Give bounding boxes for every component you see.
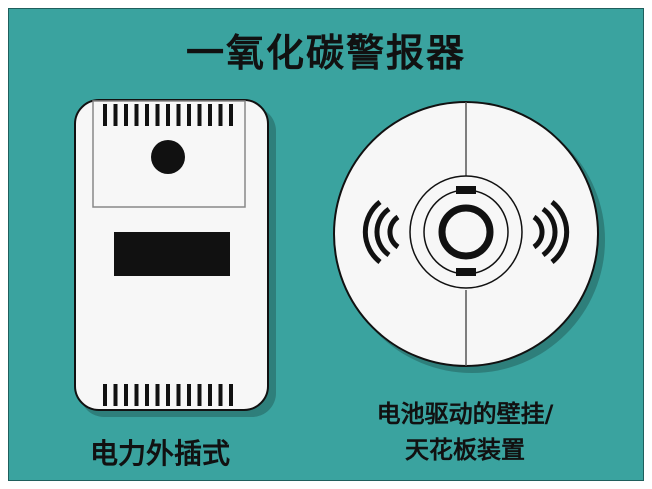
ceiling-top-slot: [456, 186, 476, 194]
vent-slat: [229, 104, 233, 126]
sound-waves-right-icon: [532, 200, 570, 264]
ceiling-bottom-slot: [456, 268, 476, 276]
vent-slat: [166, 384, 170, 406]
vent-slat: [166, 104, 170, 126]
vent-slat: [197, 104, 202, 126]
vent-slat: [124, 384, 128, 406]
vent-slat: [145, 384, 149, 406]
plugin-display-window: [114, 232, 230, 276]
poster-title: 一氧化碳警报器: [185, 31, 466, 75]
plugin-top-vent: [103, 104, 233, 126]
plugin-detector-label: 电力外插式: [89, 437, 230, 470]
vent-slat: [134, 104, 139, 126]
vent-slat: [176, 384, 181, 406]
vent-slat: [113, 384, 118, 406]
ceiling-center-button: [438, 204, 494, 260]
vent-slat: [134, 384, 139, 406]
ceiling-label-line1: 电池驱动的壁挂/: [376, 400, 554, 428]
plugin-detector: [74, 99, 276, 417]
vent-slat: [176, 104, 181, 126]
vent-slat: [218, 384, 223, 406]
vent-slat: [124, 104, 128, 126]
vent-slat: [197, 384, 202, 406]
vent-slat: [155, 104, 160, 126]
vent-slat: [187, 384, 191, 406]
vent-slat: [103, 384, 107, 406]
plugin-indicator-dot: [151, 140, 185, 174]
vent-slat: [229, 384, 233, 406]
vent-slat: [208, 104, 212, 126]
plugin-bottom-vent: [103, 384, 233, 406]
sound-waves-left-icon: [362, 200, 400, 264]
vent-slat: [208, 384, 212, 406]
vent-slat: [218, 104, 223, 126]
vent-slat: [155, 384, 160, 406]
plugin-outlet-plate: [92, 100, 246, 208]
ceiling-inner-ring: [409, 175, 523, 289]
vent-slat: [103, 104, 107, 126]
ceiling-label-line2: 天花板装置: [405, 436, 525, 464]
ceiling-detector-label: 电池驱动的壁挂/ 天花板装置: [330, 396, 600, 468]
vent-slat: [187, 104, 191, 126]
vent-slat: [145, 104, 149, 126]
ceiling-detector: [333, 101, 605, 373]
vent-slat: [113, 104, 118, 126]
